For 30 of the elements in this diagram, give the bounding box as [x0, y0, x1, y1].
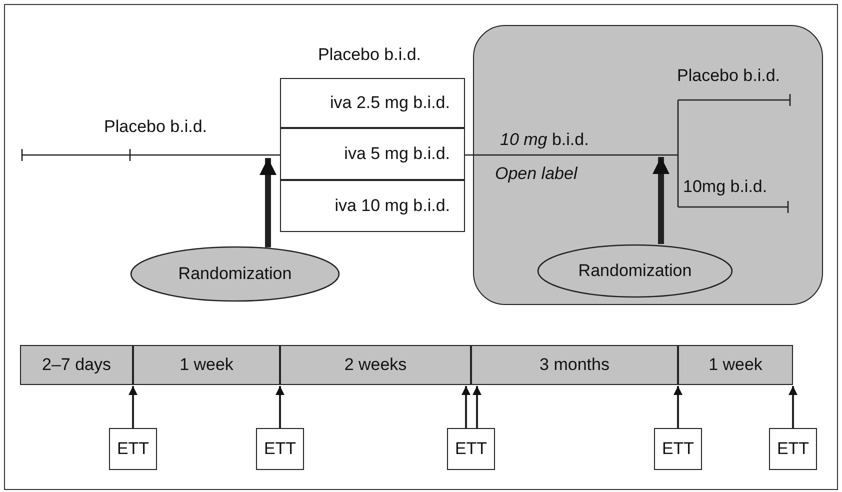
arrow [462, 386, 470, 428]
thick-arrow [260, 158, 276, 248]
ett-box: ETT [256, 428, 304, 470]
open-label-panel [473, 25, 823, 305]
arrow [472, 386, 482, 428]
dose-label: 10mg b.i.d. [683, 177, 768, 197]
period-segment: 1 week [133, 345, 280, 385]
dose-label: Placebo b.i.d. [677, 66, 780, 86]
period-segment: 3 months [471, 345, 678, 385]
treatment-arm-box: iva 10 mg b.i.d. [280, 180, 465, 232]
thick-arrow [652, 157, 670, 244]
dose-label: Placebo b.i.d. [104, 117, 208, 137]
ett-box: ETT [447, 428, 495, 470]
period-segment: 1 week [678, 345, 793, 385]
arrow [674, 386, 682, 428]
arrow [128, 386, 138, 428]
arrow [276, 386, 284, 428]
ett-box: ETT [769, 428, 817, 470]
period-segment: 2 weeks [280, 345, 471, 385]
node-text: Randomization [178, 264, 292, 284]
period-segment: 2–7 days [20, 345, 133, 385]
treatment-arm-box: iva 2.5 mg b.i.d. [280, 78, 465, 128]
treatment-arm-box: iva 5 mg b.i.d. [280, 128, 465, 180]
ett-box: ETT [109, 428, 157, 470]
node-text: Randomization [578, 261, 692, 281]
dose-label: Placebo b.i.d. [318, 45, 422, 65]
dose-label: 10 mg b.i.d. [500, 130, 589, 150]
ett-box: ETT [654, 428, 702, 470]
dose-label: Open label [495, 164, 578, 184]
arrow [788, 386, 798, 428]
